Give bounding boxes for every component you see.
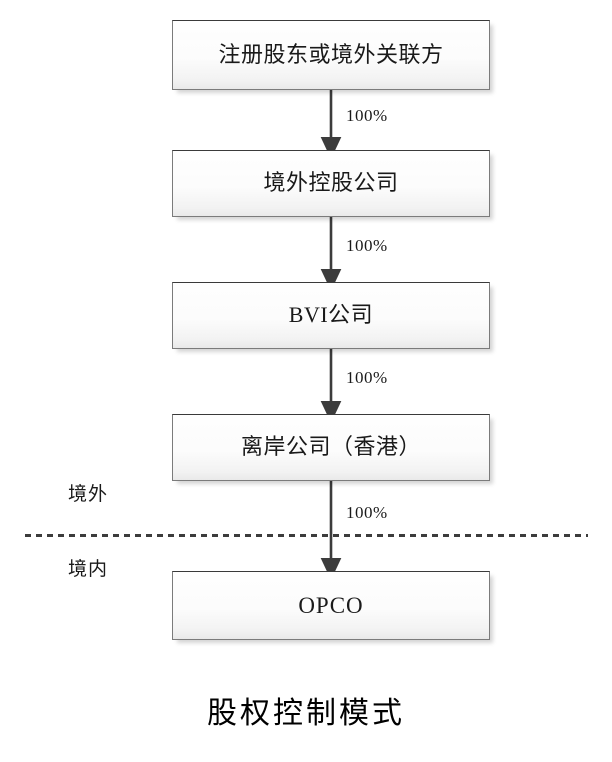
edge-label-ownership-percent: 100%: [346, 368, 388, 387]
edge-label-ownership-percent: 100%: [346, 106, 388, 125]
node-bvi-company[interactable]: BVI公司: [172, 282, 490, 349]
region-label-onshore: 境内: [68, 559, 109, 580]
region-label-offshore: 境外: [68, 484, 109, 505]
jurisdiction-divider-dashed-line: [25, 534, 588, 537]
edge-label-ownership-percent: 100%: [346, 236, 388, 255]
node-label: 离岸公司（香港）: [240, 434, 421, 460]
node-offshore-holding-company[interactable]: 境外控股公司: [172, 150, 490, 217]
node-opco[interactable]: OPCO: [172, 571, 490, 640]
node-label: 注册股东或境外关联方: [218, 41, 444, 67]
node-label: 境外控股公司: [263, 170, 399, 196]
node-label: BVI公司: [288, 302, 374, 328]
diagram-caption: 股权控制模式: [207, 697, 405, 730]
node-offshore-company-hongkong[interactable]: 离岸公司（香港）: [172, 414, 490, 481]
node-registered-shareholders[interactable]: 注册股东或境外关联方: [172, 20, 490, 90]
node-label: OPCO: [298, 592, 364, 618]
edge-label-ownership-percent: 100%: [346, 503, 388, 522]
